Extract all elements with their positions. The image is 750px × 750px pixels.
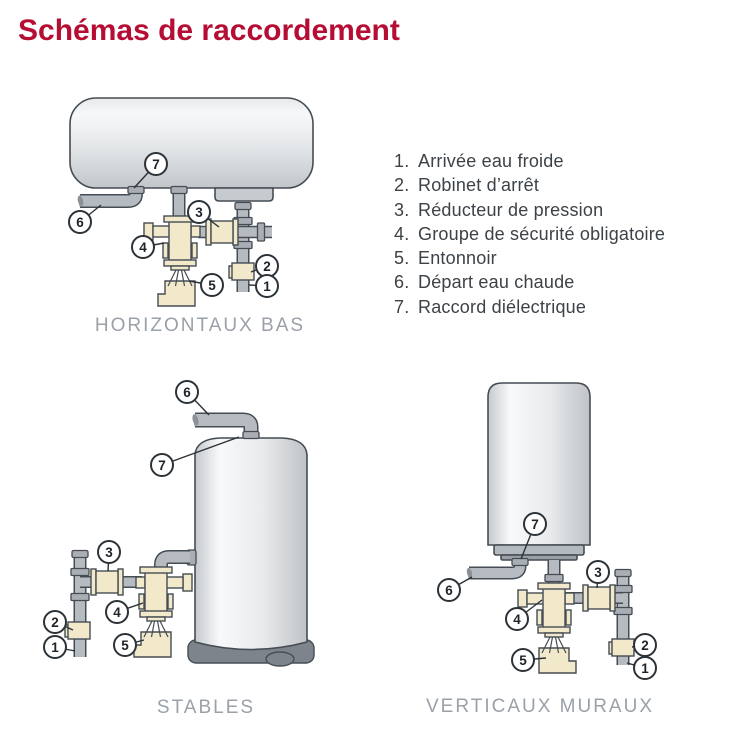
legend-item-6: 6.Départ eau chaude <box>394 272 575 293</box>
svg-text:4: 4 <box>513 612 521 627</box>
pipe-top-cap <box>71 549 89 559</box>
svg-text:4: 4 <box>139 240 147 255</box>
pipe-opening <box>466 567 473 578</box>
legend-item-2: 2.Robinet d’arrêt <box>394 175 540 196</box>
pressure-reducer <box>582 584 616 612</box>
callout-1: 1 <box>43 635 76 659</box>
funnel <box>133 616 172 658</box>
svg-text:5: 5 <box>208 278 216 293</box>
diagram-caption: STABLES <box>157 697 255 718</box>
stop-valve <box>64 621 91 640</box>
safety-group <box>135 566 193 618</box>
svg-text:5: 5 <box>519 653 527 668</box>
svg-text:3: 3 <box>195 205 203 220</box>
tank-foot <box>265 651 295 667</box>
svg-text:1: 1 <box>263 279 271 294</box>
svg-text:2: 2 <box>51 615 59 630</box>
pipe-opening <box>192 414 199 426</box>
legend-item-3: 3.Réducteur de pression <box>394 199 604 220</box>
stop-valve <box>228 262 255 281</box>
callout-2: 2 <box>43 610 74 634</box>
legend: 1.Arrivée eau froide 2.Robinet d’arrêt 3… <box>394 149 665 319</box>
svg-text:5: 5 <box>121 638 129 653</box>
svg-text:3: 3 <box>105 545 113 560</box>
legend-item-4: 4.Groupe de sécurité obligatoire <box>394 223 666 244</box>
callout-3: 3 <box>97 540 121 572</box>
svg-text:6: 6 <box>445 583 453 598</box>
callout-4: 4 <box>105 600 144 624</box>
svg-text:2: 2 <box>641 638 649 653</box>
callout-5: 5 <box>511 648 547 672</box>
callout-4: 4 <box>505 599 543 631</box>
callout-4: 4 <box>131 235 165 259</box>
dielectric-fitting <box>127 185 145 195</box>
diagram-stables: 6 7 3 4 2 1 5 STABLES <box>43 380 315 718</box>
svg-text:4: 4 <box>113 605 121 620</box>
pipe-opening <box>77 195 84 207</box>
diagram-horizontaux-bas: 7 6 3 4 5 2 1 HORIZONTAUX BAS <box>68 97 314 336</box>
pipe-collar <box>544 573 564 583</box>
dielectric-fitting <box>511 557 529 567</box>
pipe-collar <box>613 584 633 594</box>
legend-item-7: 7.Raccord diélectrique <box>394 296 587 317</box>
pipe-top-cap <box>614 568 632 578</box>
svg-text:3: 3 <box>594 565 602 580</box>
svg-text:6: 6 <box>76 215 84 230</box>
svg-text:7: 7 <box>152 157 160 172</box>
callout-5: 5 <box>113 633 145 657</box>
pipe-collar <box>70 567 90 577</box>
callout-6: 6 <box>437 576 473 602</box>
pipe-collar <box>70 592 90 602</box>
pressure-reducer <box>90 568 124 596</box>
callout-1: 1 <box>626 656 657 680</box>
callout-3: 3 <box>586 560 610 589</box>
svg-text:7: 7 <box>531 517 539 532</box>
callout-2: 2 <box>631 633 657 657</box>
diagram-caption: HORIZONTAUX BAS <box>95 315 305 336</box>
horizontal-tank <box>69 97 314 189</box>
pipe-collar <box>256 222 266 242</box>
callout-6: 6 <box>68 204 102 234</box>
diagram-verticaux-muraux: 7 6 3 4 5 2 1 VERTICAUX MURAUX <box>426 382 657 717</box>
heating-element-cover <box>214 187 274 202</box>
tank-bottom-cap <box>493 544 585 556</box>
legend-item-1: 1.Arrivée eau froide <box>394 151 564 171</box>
callout-2: 2 <box>250 254 279 278</box>
pipe-collar <box>613 606 633 616</box>
callout-6: 6 <box>175 380 210 416</box>
vertical-tank <box>194 437 308 651</box>
wall-tank <box>487 382 591 546</box>
funnel <box>538 632 577 674</box>
svg-text:1: 1 <box>51 640 59 655</box>
dielectric-fitting <box>242 430 260 440</box>
callout-1: 1 <box>248 274 279 298</box>
callout-5: 5 <box>188 273 224 297</box>
svg-text:7: 7 <box>158 458 166 473</box>
funnel <box>157 265 196 307</box>
diagram-caption: VERTICAUX MURAUX <box>426 696 654 717</box>
callout-7: 7 <box>520 512 547 560</box>
callout-7: 7 <box>150 436 240 477</box>
svg-text:1: 1 <box>641 661 649 676</box>
stop-valve <box>608 638 635 657</box>
legend-item-5: 5.Entonnoir <box>394 248 497 269</box>
pressure-reducer <box>205 218 239 246</box>
svg-text:6: 6 <box>183 385 191 400</box>
svg-text:2: 2 <box>263 259 271 274</box>
page-title: Schémas de raccordement <box>18 14 400 47</box>
callout-7: 7 <box>133 152 168 189</box>
pipe-top-cap <box>234 201 252 211</box>
callout-3: 3 <box>187 200 220 228</box>
